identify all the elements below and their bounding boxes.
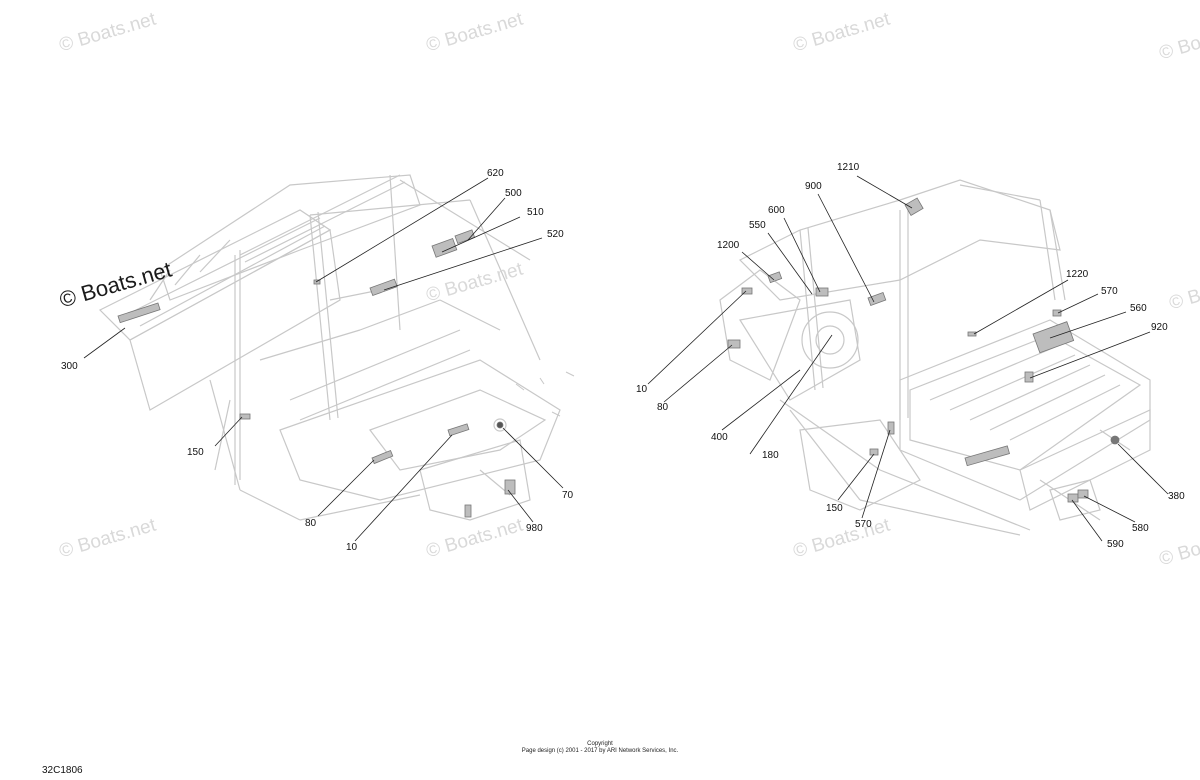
callout-label: 900	[805, 181, 822, 192]
callout-label: 180	[762, 450, 779, 461]
callout-label: 570	[855, 519, 872, 530]
callout-label: 70	[562, 490, 574, 501]
callout-label: 1220	[1066, 269, 1089, 280]
center-marks	[515, 371, 575, 417]
right-leader-lines	[647, 175, 1169, 542]
callout-label: 1200	[717, 240, 740, 251]
callout-label: 600	[768, 205, 785, 216]
right-vehicle-illustration	[719, 179, 1151, 536]
callout-label: 150	[826, 503, 843, 514]
footer-page-design: Page design (c) 2001 - 2017 by ARI Netwo…	[521, 748, 679, 754]
footer-copyright-label: Copyright	[587, 741, 613, 747]
left-decal-marks	[117, 229, 516, 518]
callout-label: 500	[505, 188, 522, 199]
callout-label: 300	[61, 361, 78, 372]
callout-label: 920	[1151, 322, 1168, 333]
callout-label: 550	[749, 220, 766, 231]
callout-label: 620	[487, 168, 504, 179]
callout-label: 1210	[837, 162, 860, 173]
callout-label: 560	[1130, 303, 1147, 314]
callout-label: 10	[346, 542, 358, 553]
callout-label: 580	[1132, 523, 1149, 534]
callout-label: 590	[1107, 539, 1124, 550]
callout-label: 150	[187, 447, 204, 458]
callout-label: 10	[636, 384, 648, 395]
callout-label: 400	[711, 432, 728, 443]
callout-label: 510	[527, 207, 544, 218]
callout-label: 980	[526, 523, 543, 534]
callout-label: 80	[305, 518, 317, 529]
left-leader-lines	[83, 177, 564, 542]
left-vehicle-illustration	[98, 174, 561, 521]
callout-label: 570	[1101, 286, 1118, 297]
callout-label: 80	[657, 402, 669, 413]
callout-label: 380	[1168, 491, 1185, 502]
callout-label: 520	[547, 229, 564, 240]
document-code: 32C1806	[42, 765, 83, 776]
right-decal-marks	[727, 197, 1120, 503]
